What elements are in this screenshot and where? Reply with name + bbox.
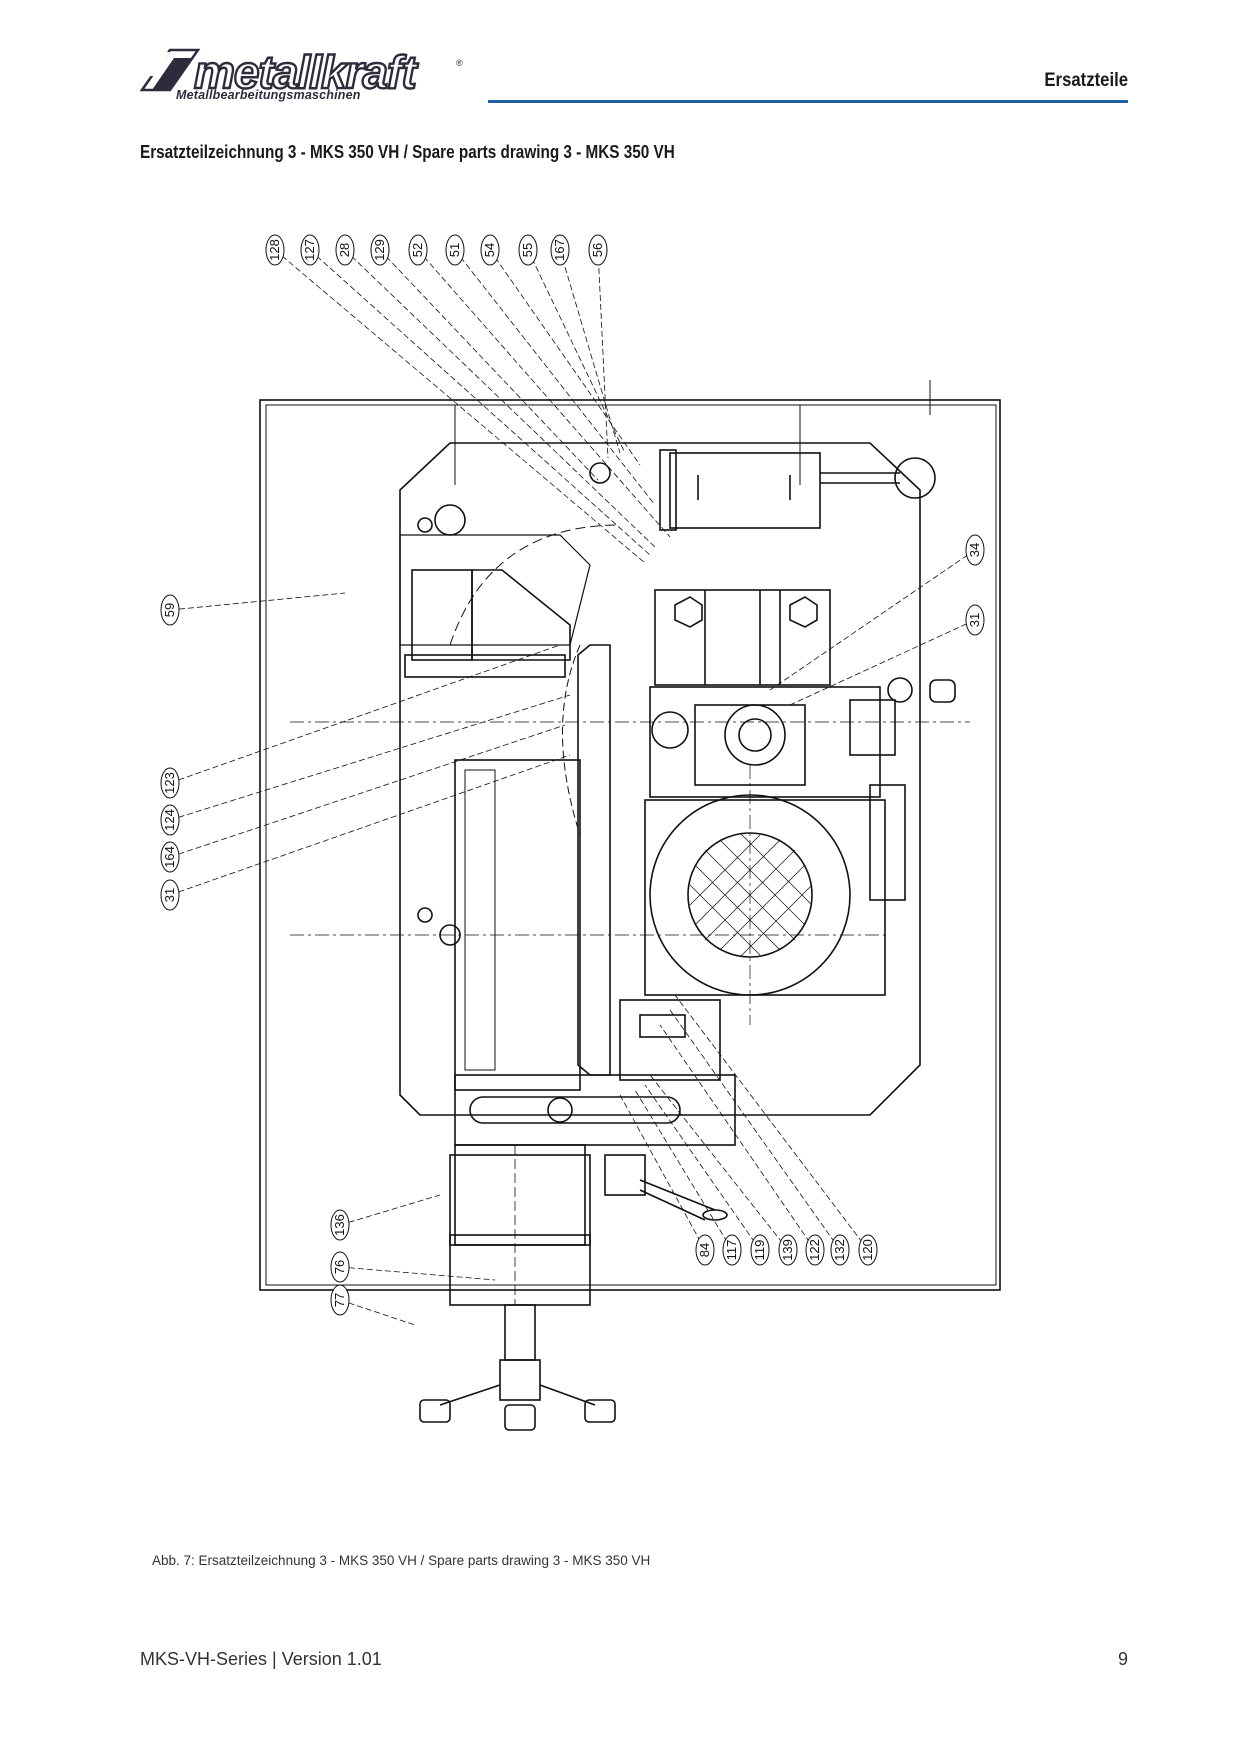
callout-label: 56 bbox=[590, 243, 605, 257]
callout-label: 167 bbox=[552, 239, 567, 261]
callouts-bottom-right: 84 117 119 139 122 132 120 bbox=[695, 1234, 878, 1266]
figure-caption: Abb. 7: Ersatzteilzeichnung 3 - MKS 350 … bbox=[152, 1553, 651, 1568]
section-title: Ersatzteile bbox=[1044, 70, 1128, 91]
callout-label: 59 bbox=[162, 603, 177, 617]
callout-label: 31 bbox=[967, 613, 982, 627]
footer-document: MKS-VH-Series | Version 1.01 bbox=[140, 1649, 382, 1669]
callouts-top: 128 127 28 129 52 51 54 55 167 56 bbox=[265, 234, 608, 266]
callout-label: 129 bbox=[372, 239, 387, 261]
callout-label: 136 bbox=[332, 1214, 347, 1236]
callout-label: 124 bbox=[162, 809, 177, 831]
callout-label: 76 bbox=[332, 1260, 347, 1274]
drawing-title: Ersatzteilzeichnung 3 - MKS 350 VH / Spa… bbox=[140, 142, 675, 162]
callout-label: 139 bbox=[780, 1239, 795, 1261]
callout-label: 28 bbox=[337, 243, 352, 257]
callout-label: 119 bbox=[752, 1240, 767, 1261]
callout-label: 54 bbox=[482, 243, 497, 257]
header-rule bbox=[488, 100, 1128, 103]
callout-label: 132 bbox=[832, 1239, 847, 1261]
callout-label: 117 bbox=[724, 1240, 739, 1261]
callout-label: 164 bbox=[162, 846, 177, 868]
callout-label: 31 bbox=[162, 888, 177, 902]
callout-label: 52 bbox=[410, 243, 425, 257]
logo-subtitle: Metallbearbeitungsmaschinen bbox=[176, 88, 361, 102]
callouts-bottom-left: 136 76 77 bbox=[330, 1209, 350, 1316]
callout-label: 127 bbox=[302, 239, 317, 261]
logo-emblem-icon bbox=[140, 48, 201, 92]
callouts-right: 34 31 bbox=[965, 534, 985, 636]
callout-label: 55 bbox=[520, 243, 535, 257]
metallkraft-logo: metallkraft ® Metallbearbeitungsmaschine… bbox=[140, 45, 470, 106]
callout-label: 51 bbox=[447, 243, 462, 257]
callout-label: 120 bbox=[860, 1239, 875, 1261]
callout-label: 123 bbox=[162, 772, 177, 794]
registered-mark: ® bbox=[456, 58, 463, 68]
callouts-left: 59 123 124 164 31 bbox=[160, 594, 180, 911]
footer-page-number: 9 bbox=[1117, 1649, 1128, 1669]
spare-parts-drawing: 128 127 28 129 52 51 54 55 167 56 59 123… bbox=[160, 234, 1001, 1431]
callout-label: 128 bbox=[267, 239, 282, 261]
callout-label: 34 bbox=[967, 543, 982, 557]
callout-label: 122 bbox=[807, 1239, 822, 1261]
logo-wordmark: metallkraft bbox=[193, 45, 418, 99]
callout-label: 84 bbox=[697, 1243, 712, 1257]
callout-label: 77 bbox=[332, 1293, 347, 1307]
